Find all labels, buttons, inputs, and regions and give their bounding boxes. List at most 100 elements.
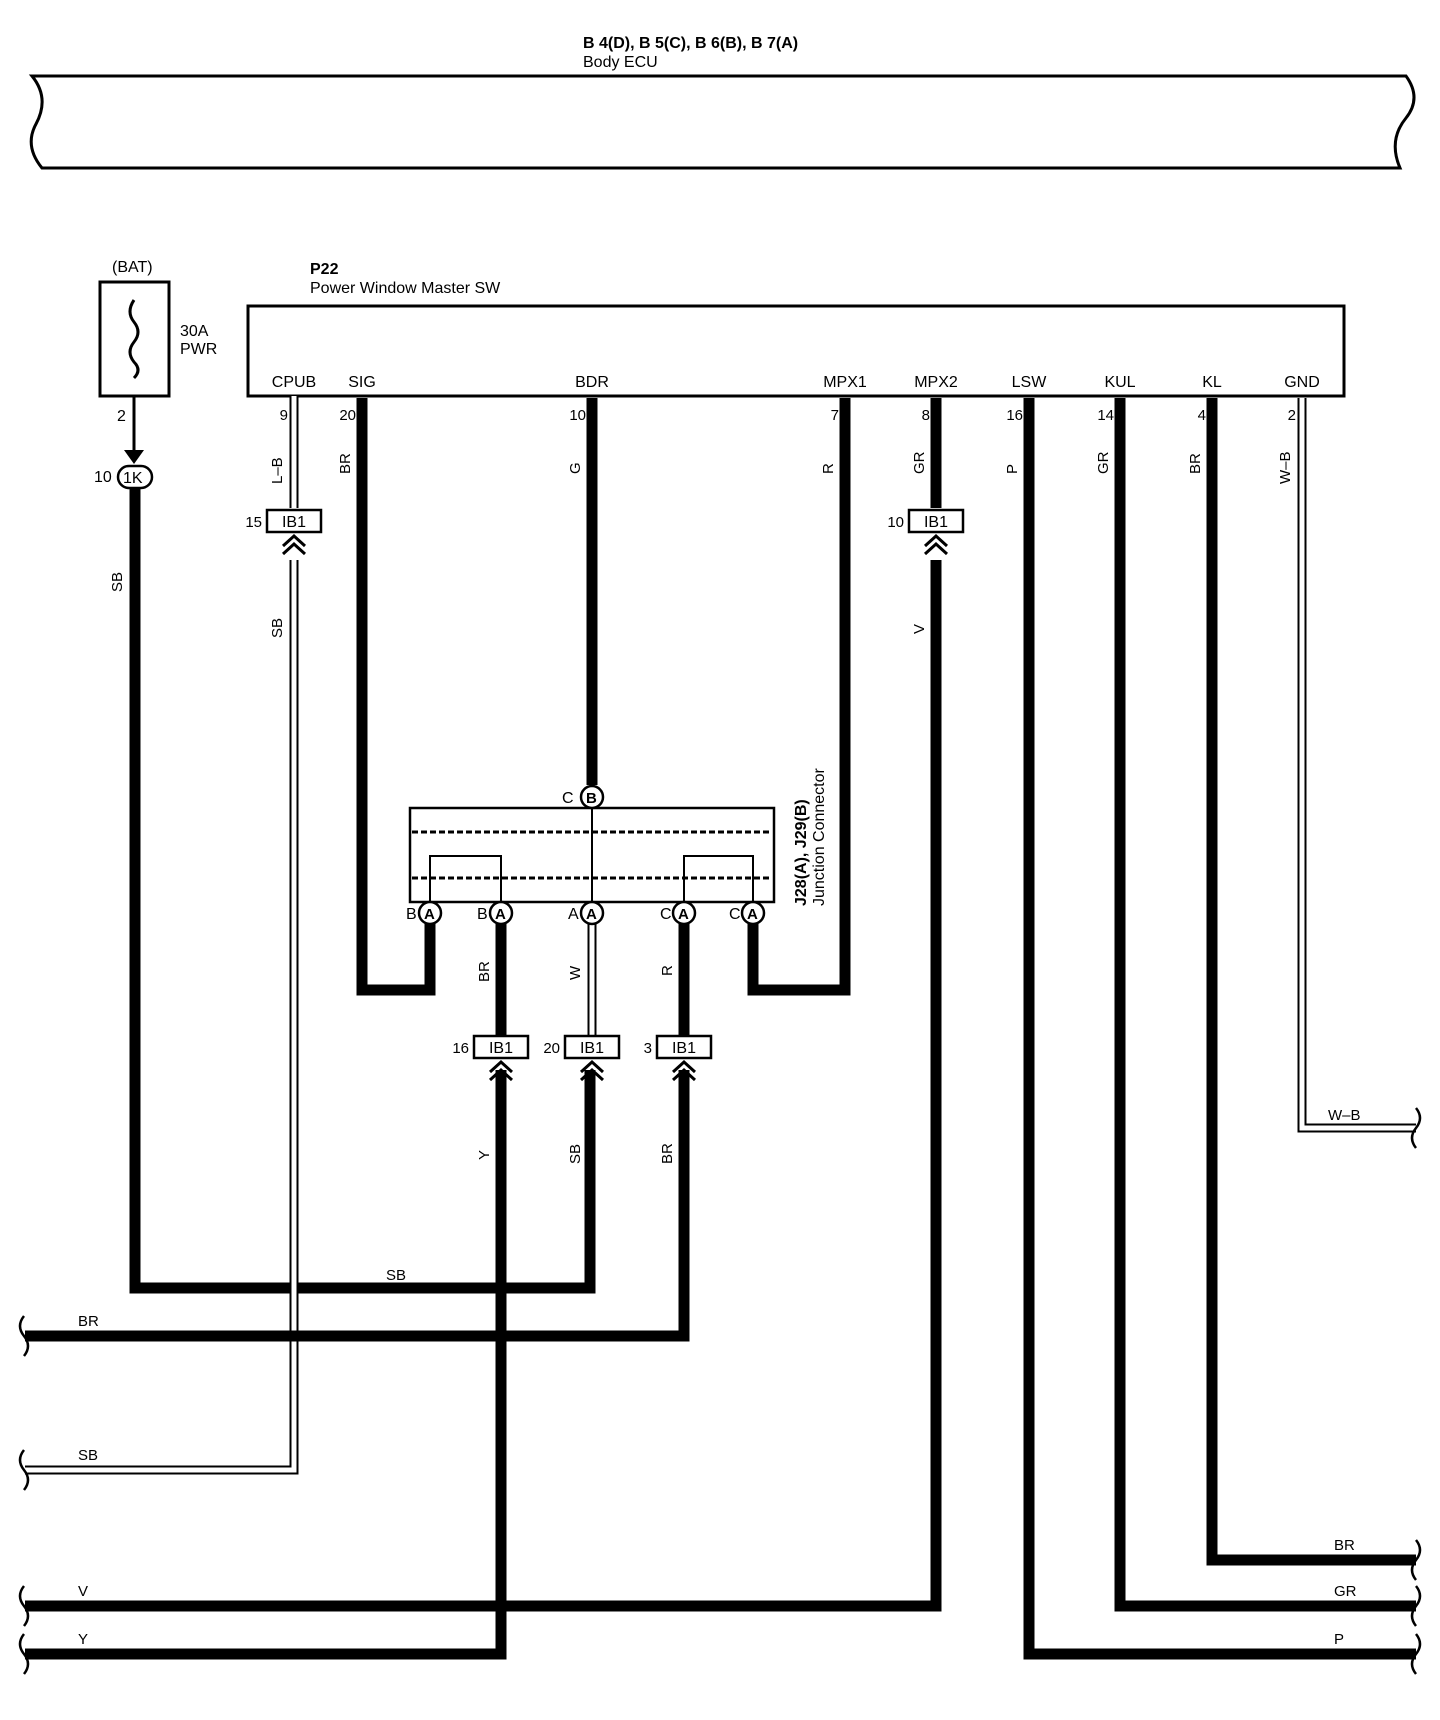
wire-mpx1 [747,398,851,996]
ib1-pin: 10 [887,514,904,531]
jc-bottom-conn-label: A [678,906,689,923]
fuse-pin: 2 [117,408,126,425]
fuse-arrow-icon [124,450,144,464]
wire-lsw [1023,398,1416,1660]
chevron-up-icon [488,1059,514,1082]
wire-break-icon [18,1449,30,1491]
wire-color-label: Y [476,1150,493,1160]
terminal-pin: 8 [922,407,930,424]
jc-bottom-letter: B [406,906,417,923]
ib1-connector [472,1034,530,1060]
fuse-icon [128,299,140,380]
left-output-label: SB [78,1447,98,1464]
fuse-name: PWR [180,341,217,358]
ecu-connectors: B 4(D), B 5(C), B 6(B), B 7(A) [583,35,798,52]
ib1-connector [907,508,965,534]
ib1-label: IB1 [282,514,306,531]
ib1-label: IB1 [489,1040,513,1057]
jc-bottom-letter: C [660,906,672,923]
wire-color-label: SB [567,1144,584,1164]
ecu-body [28,74,1416,170]
jc-bottom-conn-label: A [747,906,758,923]
jc-bottom-conn [488,900,514,926]
terminal-kul: KUL [1104,374,1135,391]
terminal-pin: 9 [280,407,288,424]
right-output-label: GR [1334,1583,1357,1600]
wire-break-icon [18,1585,30,1627]
terminal-wire-color: GR [1095,451,1112,474]
terminal-wire-color: R [820,463,837,474]
terminal-bdr: BDR [575,374,609,391]
jc-bottom-letter: A [568,906,579,923]
terminal-sig: SIG [348,374,376,391]
terminal-pin: 14 [1097,407,1114,424]
gnd-out-label: W–B [1328,1107,1361,1124]
ib1-pin: 15 [245,514,262,531]
wire-color-label: SB [109,572,126,592]
terminal-kl: KL [1202,374,1222,391]
master-switch-box [246,304,1346,398]
jc-bottom-conn [579,900,605,926]
wire-sig [356,398,436,996]
terminal-wire-color: W–B [1277,451,1294,484]
terminal-labels: CPUB9L–BSIG20BRBDR10GMPX17RMPX28GRLSW16P… [269,374,1320,484]
terminal-wire-color: G [567,462,584,474]
wire-mpx2-v [25,560,942,1612]
jc-bottom-conn-label: A [586,906,597,923]
terminal-pin: 20 [339,407,356,424]
terminal-pin: 16 [1006,407,1023,424]
ib1-connector [563,1034,621,1060]
junction-label-1: J28(A), J29(B) [793,799,810,906]
wire-color-label: R [659,965,676,976]
wire-break-icon [18,1633,30,1675]
jc-bottom-conn [740,900,766,926]
wire-break-icon [1410,1539,1422,1581]
chevron-up-icon [281,533,307,556]
terminal-gnd: GND [1284,374,1320,391]
jc-bottom-conn [417,900,443,926]
wire-color-label: SB [269,618,286,638]
wire-color-label: V [911,624,928,634]
ib1-pin: 20 [543,1040,560,1057]
ecu-name: Body ECU [583,54,658,71]
wire-kl [1206,398,1416,1566]
wire-br-out [25,1070,690,1342]
terminal-pin: 10 [569,407,586,424]
jc-top-letter: C [562,790,574,807]
ib1-connector [265,508,323,534]
ib1-label: IB1 [580,1040,604,1057]
ib1-label: IB1 [672,1040,696,1057]
terminal-mpx2: MPX2 [914,374,958,391]
junction-pin: 10 [94,469,112,486]
wire-sb-main [129,488,596,1294]
chevron-up-icon [923,533,949,556]
terminal-mpx1: MPX1 [823,374,867,391]
wire-break-icon [1410,1107,1422,1149]
jc-bottom-conn-label: A [424,906,435,923]
terminal-pin: 4 [1198,407,1206,424]
terminal-pin: 2 [1288,407,1296,424]
jc-bottom-letter: B [477,906,488,923]
wire-color-label: SB [386,1267,406,1284]
ib1-pin: 16 [452,1040,469,1057]
left-output-label: Y [78,1631,88,1648]
fuse-rating: 30A [180,323,209,340]
jc-bottom-conn-label: A [495,906,506,923]
wire-break-icon [1410,1633,1422,1675]
jc-top-conn-label: B [586,790,597,807]
switch-code: P22 [310,261,339,278]
left-output-label: V [78,1583,88,1600]
ib1-connector [655,1034,713,1060]
junction-label-2: Junction Connector [811,767,828,906]
terminal-wire-color: GR [911,451,928,474]
ib1-pin: 3 [644,1040,652,1057]
wire-break-icon [1410,1585,1422,1627]
right-output-label: P [1334,1631,1344,1648]
terminal-wire-color: BR [1187,453,1204,474]
wire-gnd [1297,398,1416,1133]
terminal-wire-color: BR [337,453,354,474]
terminal-pin: 7 [831,407,839,424]
